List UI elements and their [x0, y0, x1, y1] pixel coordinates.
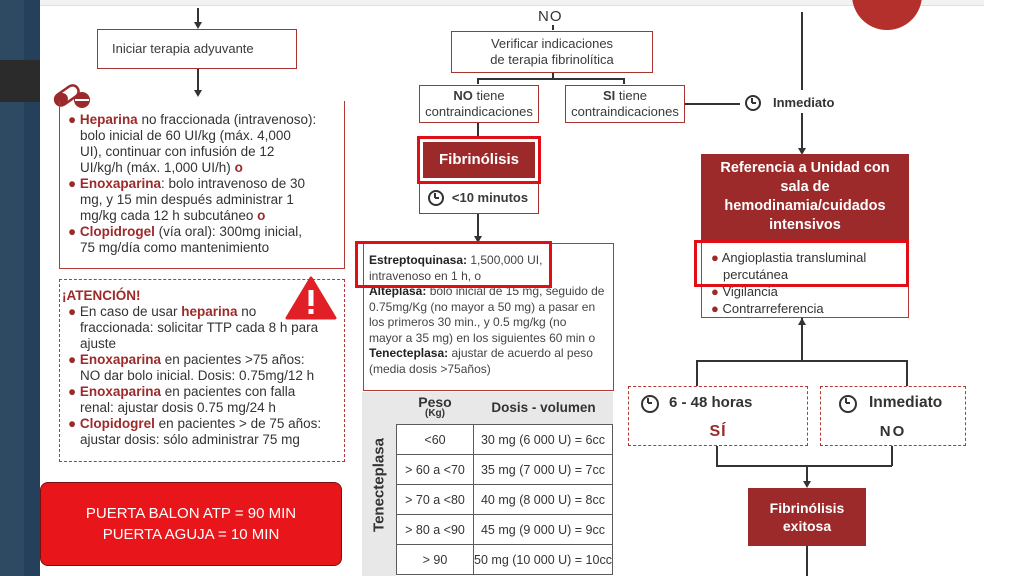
iniciar-terapia-box: Iniciar terapia adyuvante [97, 29, 297, 69]
arrow-down [803, 481, 811, 488]
clock-icon [745, 95, 761, 111]
table-header-bg [396, 392, 613, 424]
connector-line [477, 214, 479, 238]
dosis-cell: 50 mg (10 000 U) = 10cc [473, 544, 613, 575]
meds-list: ● Heparina no fraccionada (intravenoso):… [66, 112, 342, 256]
fibrinolitico-item: Estreptoquinasa: 1,500,000 UI,intravenos… [369, 253, 543, 283]
dosis-cell: 45 mg (9 000 U) = 9cc [473, 514, 613, 545]
connector-line [891, 446, 893, 466]
inmediato-bottom-box: Inmediato NO [820, 386, 966, 446]
med-item: ● Heparina no fraccionada (intravenoso):… [68, 112, 317, 175]
top-edge [40, 0, 984, 6]
atencion-item: ● Clopidogrel en pacientes > de 75 años:… [68, 416, 322, 447]
atencion-title: ¡ATENCIÓN! [62, 288, 141, 303]
procedimientos-box: ● Angioplastia transluminal percutánea ●… [701, 240, 909, 318]
connector-line [801, 12, 803, 90]
tenecteplasa-side-text: Tenecteplasa [370, 438, 388, 532]
tenecteplasa-side-label [362, 392, 396, 576]
peso-cell: > 80 a <90 [396, 514, 474, 545]
med-item: ● Clopidrogel (vía oral): 300mg inicial,… [68, 224, 302, 255]
dark-square-accent [0, 60, 40, 102]
connector-line [477, 123, 479, 137]
fibrinoliticos-box: Estreptoquinasa: 1,500,000 UI,intravenos… [363, 243, 614, 391]
table-header-peso: Peso (Kg) [418, 394, 452, 419]
connector-line [197, 8, 199, 24]
horas-box: 6 - 48 horas SÍ [628, 386, 808, 446]
dosis-cell: 30 mg (6 000 U) = 6cc [473, 424, 613, 455]
no-tiene-box: NO tiene contraindicaciones [419, 85, 539, 123]
connector-line [696, 360, 698, 386]
atencion-box: ¡ATENCIÓN! ● En caso de usar heparina no… [59, 279, 345, 462]
connector-line [552, 25, 554, 30]
arrow-down [474, 236, 482, 243]
warning-icon [285, 276, 337, 320]
dosis-cell: 40 mg (8 000 U) = 8cc [473, 484, 613, 515]
connector-line [716, 465, 892, 467]
connector-line [906, 360, 908, 386]
connector-line [696, 360, 907, 362]
arrow-down [194, 22, 202, 29]
clock-icon [428, 190, 444, 206]
angioplastia-highlight [694, 240, 909, 287]
atencion-item: ● Enoxaparina en pacientes >75 años:NO d… [68, 352, 315, 383]
dosis-cell: 35 mg (7 000 U) = 7cc [473, 454, 613, 485]
fib-list: Estreptoquinasa: 1,500,000 UI,intravenos… [369, 253, 611, 377]
puerta-balon-text: PUERTA BALON ATP = 90 MIN [85, 505, 297, 522]
fibrinolitico-item: Tenecteplasa: ajustar de acuerdo al peso… [369, 346, 593, 376]
arrow-down [194, 90, 202, 97]
connector-line [806, 546, 808, 576]
peso-cell: > 70 a <80 [396, 484, 474, 515]
clock-icon [839, 395, 857, 413]
connector-line [801, 318, 803, 361]
procedimientos-list: ● Angioplastia transluminal percutánea ●… [711, 250, 867, 316]
estreptoquinasa-highlight [355, 241, 552, 288]
puerta-box: PUERTA BALON ATP = 90 MIN PUERTA AGUJA =… [40, 482, 342, 566]
inmediato-top-label: Inmediato [773, 95, 835, 110]
connector-line [685, 103, 740, 105]
anticoagulantes-box: ● Heparina no fraccionada (intravenoso):… [59, 101, 345, 269]
connector-line [623, 78, 625, 84]
connector-line [806, 465, 808, 483]
connector-line [801, 113, 803, 149]
puerta-aguja-text: PUERTA AGUJA = 10 MIN [102, 526, 280, 543]
si-tiene-box: SI tiene contraindicaciones [565, 85, 685, 123]
fibrinolisis-frame: Fibrinólisis [417, 136, 541, 184]
connector-line [197, 69, 199, 91]
no-label-top: NO [538, 8, 563, 25]
peso-cell: <60 [396, 424, 474, 455]
connector-line [552, 73, 554, 79]
table-header-dosis: Dosis - volumen [491, 400, 596, 415]
peso-cell: > 90 [396, 544, 474, 575]
arrow-up [798, 318, 806, 325]
connector-line [716, 446, 718, 466]
connector-line [477, 78, 479, 84]
arrow-down [798, 148, 806, 155]
fibrinolitico-item: Alteplasa: bolo inicial de 15 mg, seguid… [369, 284, 605, 345]
pill-icon [52, 78, 92, 112]
connector-line [477, 78, 624, 80]
peso-cell: > 60 a <70 [396, 454, 474, 485]
clock-icon [641, 395, 659, 413]
fibrinolisis-box: Fibrinólisis [423, 142, 535, 178]
